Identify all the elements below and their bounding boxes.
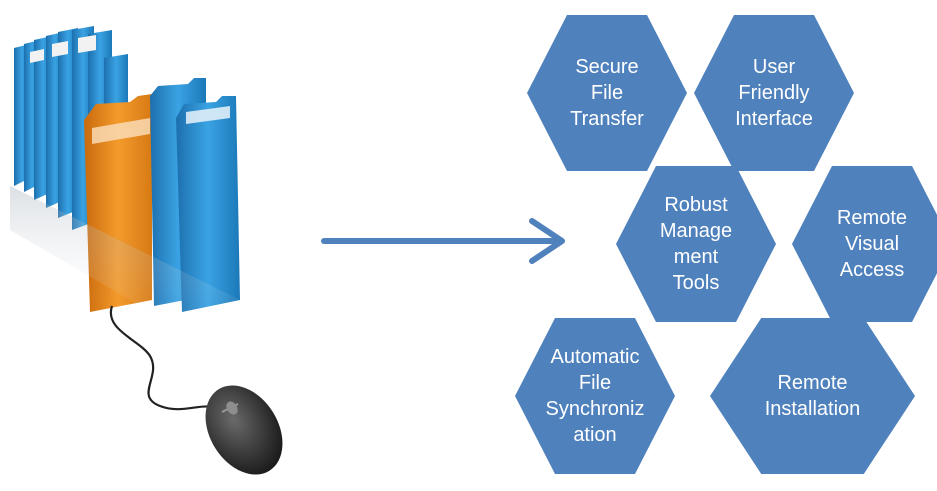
mouse-cable-icon [109,305,223,413]
feature-hexagon-remote-installation: Remote Installation [710,318,915,474]
feature-label: Automatic File Synchroniz ation [545,346,645,446]
feature-hexagon-robust-management-tools: Robust Manage ment Tools [616,166,776,322]
feature-hexagon-remote-visual-access: Remote Visual Access [792,166,937,322]
feature-label: User Friendly Interface [735,56,813,130]
feature-label: Remote Installation [764,372,861,420]
feature-label: Robust Manage ment Tools [659,194,733,294]
feature-label: Remote Visual Access [836,207,908,281]
right-arrow-icon [321,218,565,264]
feature-label: Secure File Transfer [570,56,644,130]
feature-hexagon-user-friendly-interface: User Friendly Interface [694,15,854,171]
computer-mouse-icon [205,385,283,475]
feature-hexagon-automatic-file-synchronization: Automatic File Synchroniz ation [515,318,675,474]
folders-and-mouse-illustration [10,26,283,475]
feature-hexagon-secure-file-transfer: Secure File Transfer [527,15,687,171]
blue-folder-icon [150,78,240,312]
